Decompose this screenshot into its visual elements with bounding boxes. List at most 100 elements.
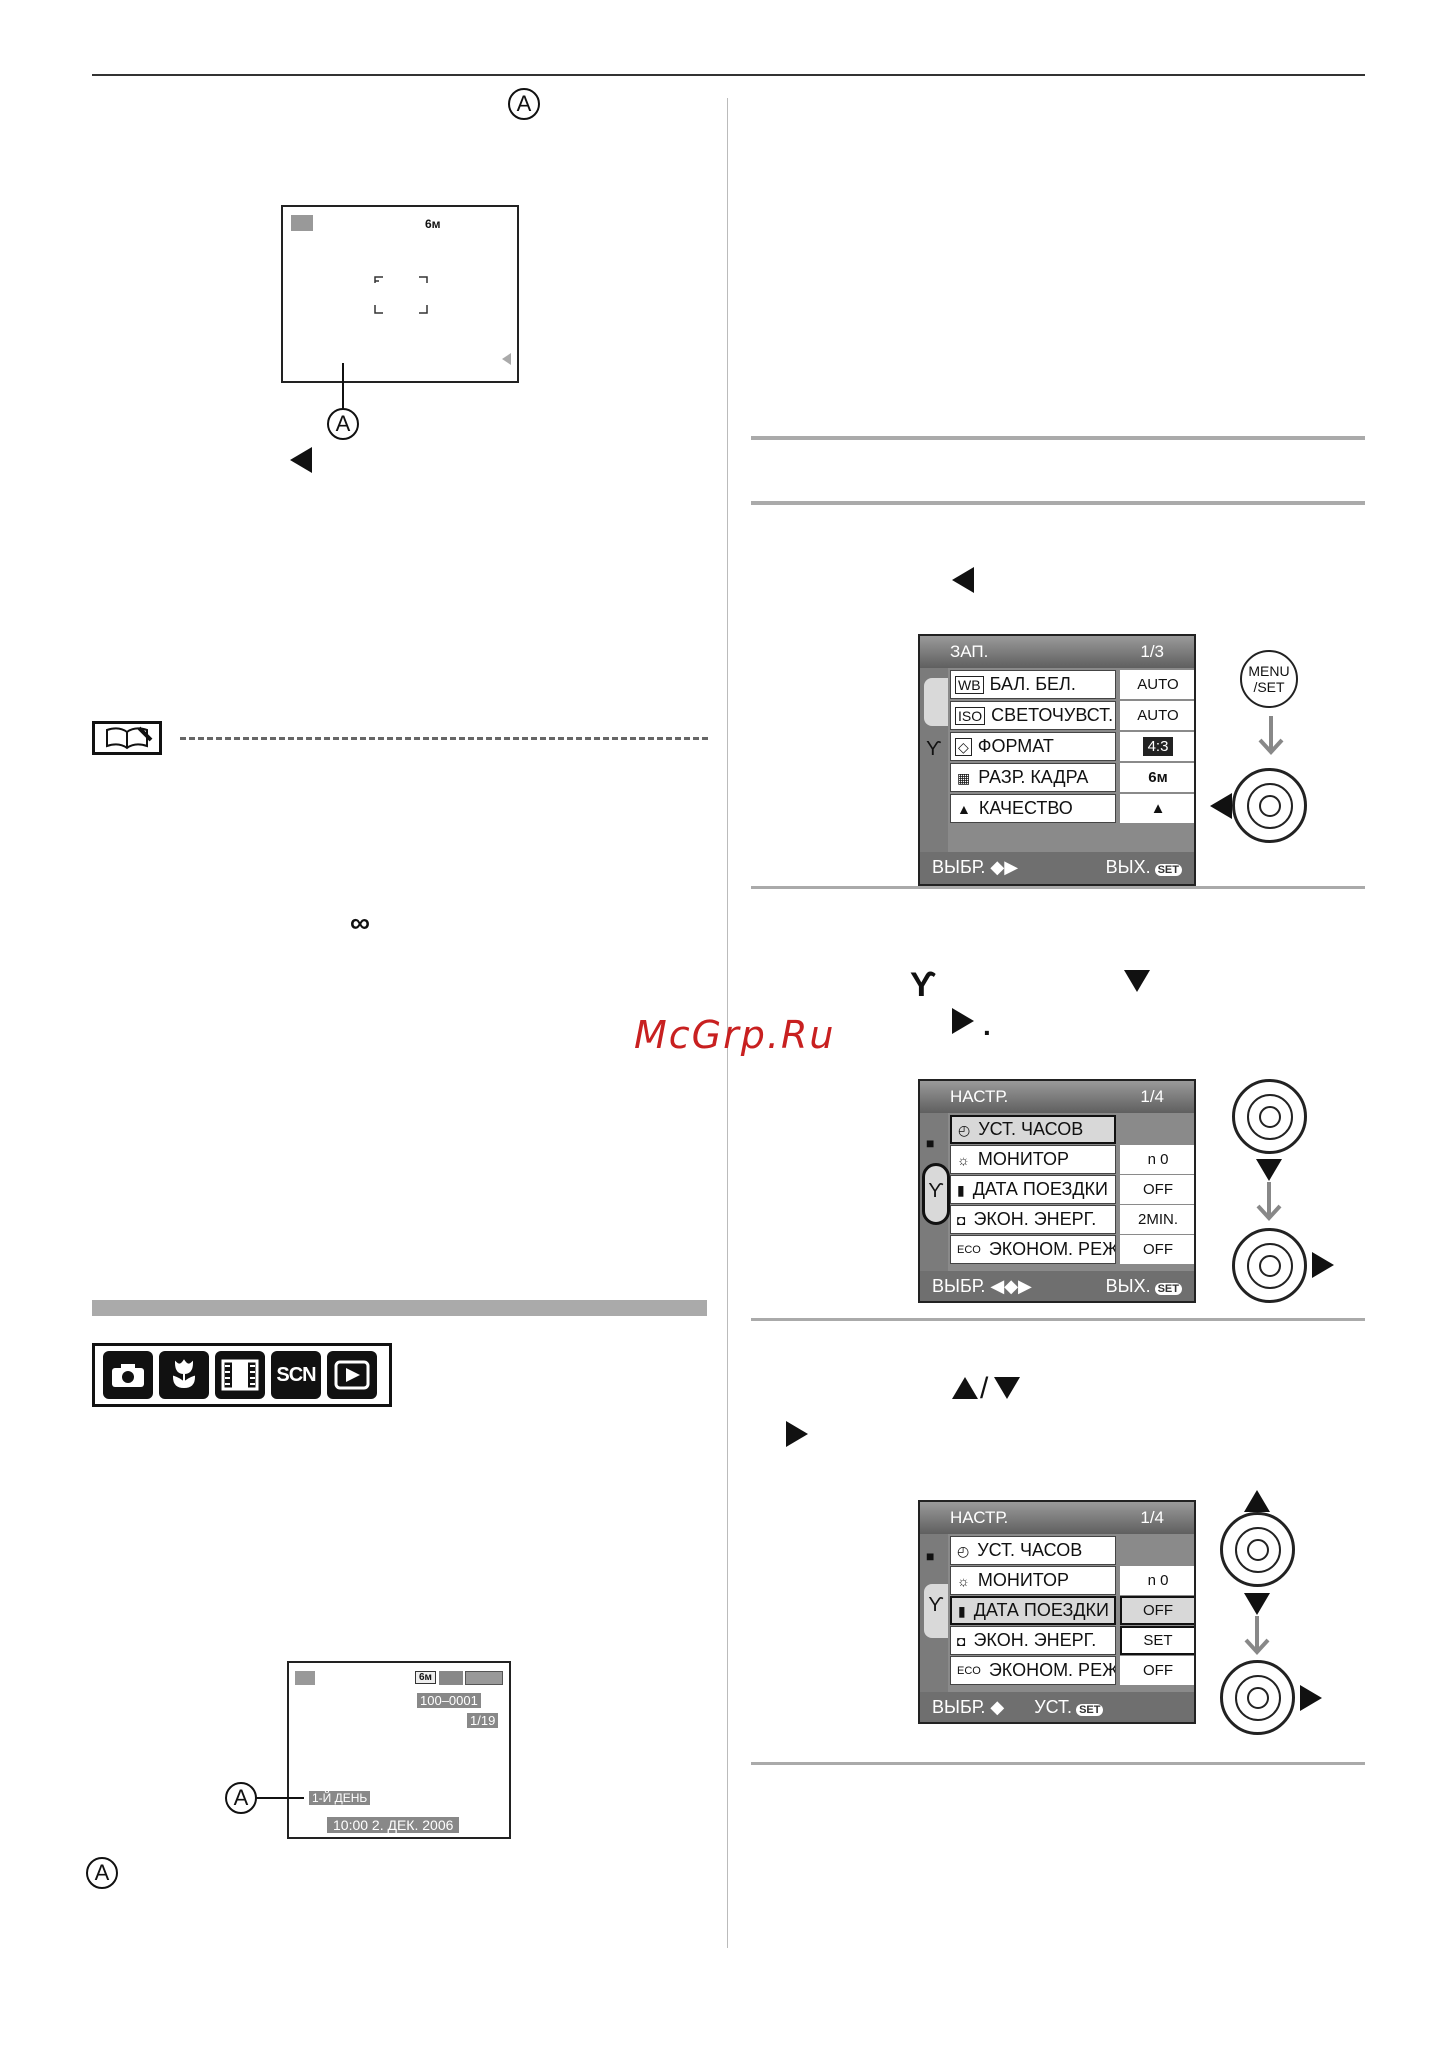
- down-arrow-icon: [1258, 716, 1284, 755]
- updown-arrows-icon: ◆▶: [990, 856, 1019, 877]
- foot-select-label: ВЫБР.: [932, 1696, 986, 1717]
- step-period: .: [983, 1010, 991, 1041]
- updown-arrows-icon: ◆: [990, 1696, 1005, 1717]
- menu-tabs: ■ ϒ: [920, 1534, 948, 1692]
- clock-icon: ◴: [957, 1542, 970, 1559]
- row-label: КАЧЕСТВО: [978, 798, 1073, 818]
- camera-tab-icon[interactable]: [924, 678, 948, 726]
- menu-title: ЗАП.: [950, 642, 989, 661]
- step-slash: /: [980, 1372, 989, 1405]
- iso-icon: ISO: [955, 706, 986, 725]
- mode-icons-box: SCN: [92, 1343, 392, 1407]
- row-label: ФОРМАТ: [977, 736, 1054, 756]
- row-label: ЭКОНОМ. РЕЖ.: [988, 1239, 1116, 1259]
- row-label: СВЕТОЧУВСТ.: [991, 705, 1114, 725]
- size-label: 6м: [415, 1671, 436, 1684]
- menu-row[interactable]: ◘ЭКОН. ЭНЕРГ.SET: [950, 1626, 1194, 1655]
- left-arrow-icon: [502, 353, 511, 365]
- row-value: n 0: [1120, 1145, 1194, 1174]
- row-label: УСТ. ЧАСОВ: [978, 1119, 1084, 1139]
- down-arrow-icon: [1244, 1616, 1270, 1655]
- section-rule: [751, 886, 1365, 889]
- callout-line: [256, 1797, 304, 1799]
- section-rule: [751, 1762, 1365, 1765]
- play-mode-icon: [295, 1671, 315, 1685]
- foot-select-label: ВЫБР.: [932, 856, 986, 877]
- clock-icon: ◴: [958, 1121, 971, 1138]
- nav-dial[interactable]: [1232, 1228, 1307, 1303]
- row-value: 2MIN.: [1120, 1205, 1194, 1234]
- menu-row[interactable]: ◴УСТ. ЧАСОВ: [950, 1536, 1194, 1565]
- up-arrow-icon: [1244, 1490, 1270, 1512]
- section-bar: [92, 1300, 707, 1316]
- marker-a-callout: A: [225, 1782, 257, 1814]
- column-divider: [727, 98, 728, 1948]
- nav-dial[interactable]: [1232, 1079, 1307, 1154]
- down-arrow-icon: [1256, 1159, 1282, 1181]
- row-value: OFF: [1120, 1175, 1194, 1204]
- marker-a-label: A: [508, 88, 540, 120]
- menu-row[interactable]: ◘ЭКОН. ЭНЕРГ.2MIN.: [950, 1205, 1194, 1234]
- left-arrow-icon: [1210, 793, 1232, 819]
- eco-icon: ECO: [957, 1243, 981, 1256]
- camera-tab-icon[interactable]: ■: [926, 1548, 935, 1564]
- lcd-af-screen: 6м: [281, 205, 519, 383]
- row-value: OFF: [1120, 1596, 1194, 1625]
- wrench-tab-icon[interactable]: ϒ: [922, 1163, 950, 1225]
- set-chip: SET: [1154, 1282, 1182, 1295]
- row-label: ЭКОН. ЭНЕРГ.: [973, 1630, 1097, 1650]
- foot-set-label: УСТ.: [1034, 1696, 1073, 1717]
- right-arrow-icon: [1312, 1252, 1334, 1278]
- nav-dial[interactable]: [1220, 1660, 1295, 1735]
- section-rule: [751, 436, 1365, 440]
- scn-icon: SCN: [271, 1351, 321, 1399]
- menu-row[interactable]: ◴ УСТ. ЧАСОВ: [950, 1115, 1194, 1144]
- wrench-tab-icon[interactable]: ϒ: [926, 738, 942, 760]
- down-arrow-icon: [1256, 1182, 1282, 1221]
- eco-icon: ECO: [957, 1664, 981, 1677]
- nav-dial[interactable]: [1232, 768, 1307, 843]
- menu-title: НАСТР.: [950, 1087, 1009, 1106]
- row-label: ДАТА ПОЕЗДКИ: [972, 1179, 1108, 1199]
- down-arrow-icon: [1244, 1593, 1270, 1615]
- top-rule: [92, 74, 1365, 76]
- menu-page: 1/3: [1140, 642, 1164, 661]
- menu-row[interactable]: ECO ЭКОНОМ. РЕЖ.OFF: [950, 1235, 1194, 1264]
- aspect-icon: ◇: [955, 737, 972, 756]
- row-label: ЭКОНОМ. РЕЖ.: [988, 1660, 1116, 1680]
- wrench-tab-icon[interactable]: ϒ: [924, 1584, 948, 1638]
- menu-set-button[interactable]: MENU /SET: [1240, 650, 1298, 708]
- camera-tab-icon[interactable]: ■: [926, 1135, 935, 1151]
- row-value: 6м: [1120, 763, 1194, 792]
- menu-page: 1/4: [1140, 1087, 1164, 1106]
- left-arrow-icon: [952, 567, 974, 593]
- right-arrow-icon: [786, 1421, 808, 1447]
- down-arrow-icon: [994, 1377, 1020, 1399]
- note-dashed-line: [180, 737, 708, 740]
- marker-a-legend: A: [86, 1857, 118, 1889]
- nav-dial[interactable]: [1220, 1512, 1295, 1587]
- foot-exit-label: ВЫХ.: [1105, 1275, 1151, 1296]
- row-value: OFF: [1120, 1235, 1194, 1264]
- row-label: МОНИТОР: [977, 1570, 1069, 1590]
- menu-row[interactable]: ▲КАЧЕСТВО▲: [950, 794, 1194, 823]
- row-value: [1120, 1536, 1194, 1565]
- row-label: БАЛ. БЕЛ.: [989, 674, 1076, 694]
- note-book-icon: [92, 721, 162, 755]
- set-chip: SET: [1076, 1703, 1104, 1716]
- right-arrow-icon: [1300, 1685, 1322, 1711]
- foot-select-label: ВЫБР.: [932, 1275, 986, 1296]
- quality-icon: [439, 1671, 463, 1685]
